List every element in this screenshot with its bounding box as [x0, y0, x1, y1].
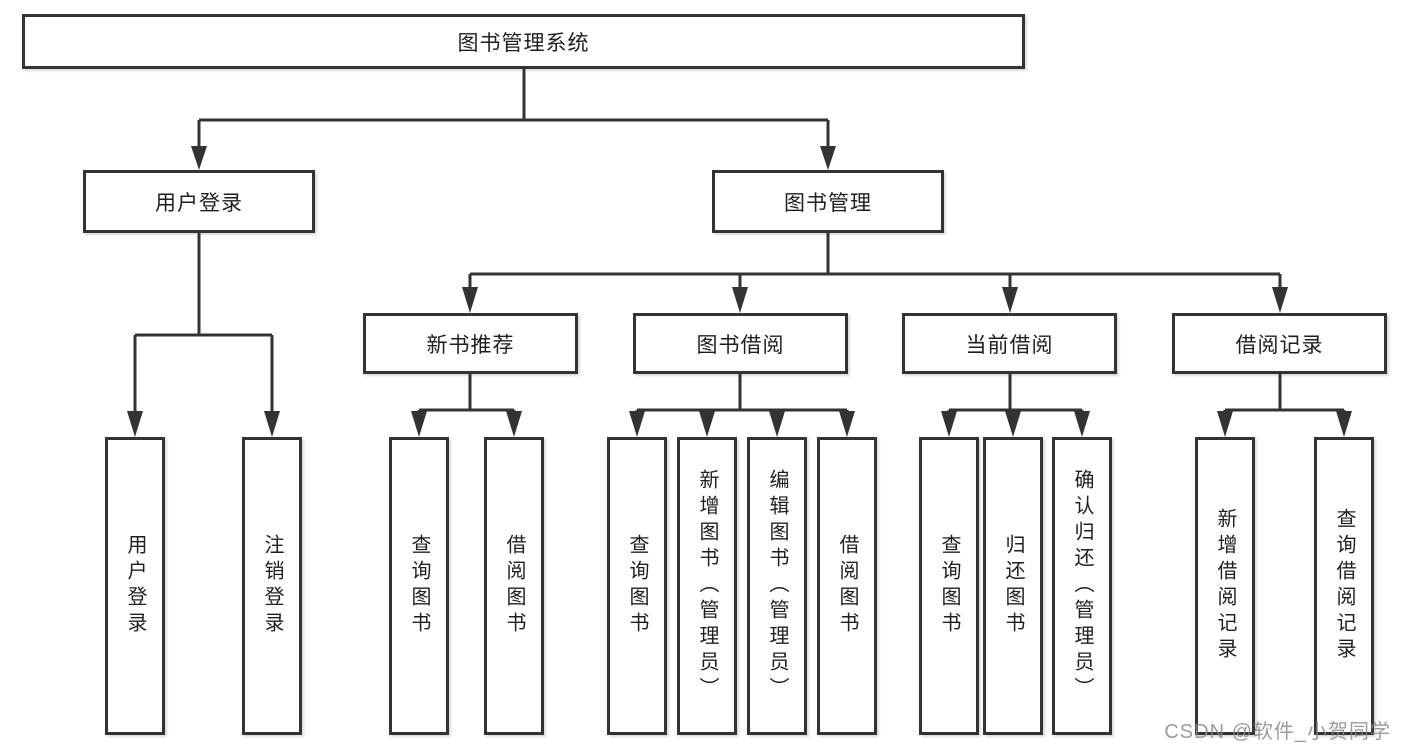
arrowhead	[411, 411, 427, 437]
arrowhead	[1005, 411, 1021, 437]
arrowhead	[506, 411, 522, 437]
arrowhead	[732, 287, 748, 313]
node-book-management: 图书管理	[712, 170, 944, 233]
node-user-login: 用户登录	[83, 170, 315, 233]
leaf-user-login: 用户登录	[105, 437, 165, 735]
leaf-return-books: 归还图书	[983, 437, 1043, 735]
leaf-query-books-recommend: 查询图书	[389, 437, 449, 735]
leaf-add-books-admin: 新增图书（管理员）	[677, 437, 737, 735]
arrowhead	[820, 146, 836, 170]
arrowhead	[127, 411, 143, 437]
arrowhead	[769, 411, 785, 437]
node-book-borrowing: 图书借阅	[633, 313, 848, 374]
leaf-borrow-books: 借阅图书	[817, 437, 877, 735]
node-borrowing-records: 借阅记录	[1172, 313, 1387, 374]
connector-borrowing-records	[1217, 374, 1352, 437]
connector-new-book-recommend	[411, 374, 522, 437]
arrowhead	[1336, 411, 1352, 437]
leaf-confirm-return-admin: 确认归还（管理员）	[1052, 437, 1112, 735]
arrowhead	[1074, 411, 1090, 437]
leaf-query-books-current: 查询图书	[919, 437, 979, 735]
leaf-query-borrow-record: 查询借阅记录	[1314, 437, 1374, 735]
arrowhead	[839, 411, 855, 437]
connector-root	[191, 69, 836, 170]
arrowhead	[264, 411, 280, 437]
node-root: 图书管理系统	[22, 14, 1025, 69]
arrowhead	[1272, 287, 1288, 313]
arrowhead	[629, 411, 645, 437]
arrowhead	[462, 287, 478, 313]
arrowhead	[699, 411, 715, 437]
connector-book-borrowing	[629, 374, 855, 437]
arrowhead	[1217, 411, 1233, 437]
leaf-logout: 注销登录	[242, 437, 302, 735]
leaf-add-borrow-record: 新增借阅记录	[1195, 437, 1255, 735]
leaf-query-books-borrowing: 查询图书	[607, 437, 667, 735]
leaf-edit-books-admin: 编辑图书（管理员）	[747, 437, 807, 735]
arrowhead	[1002, 287, 1018, 313]
watermark: CSDN @软件_小贺同学	[1164, 721, 1391, 743]
node-current-borrowing: 当前借阅	[902, 313, 1117, 374]
arrowhead	[941, 411, 957, 437]
arrowhead	[191, 146, 207, 170]
connector-current-borrowing	[941, 374, 1090, 437]
node-new-book-recommend: 新书推荐	[363, 313, 578, 374]
connector-book-management	[462, 233, 1288, 313]
leaf-borrow-books-recommend: 借阅图书	[484, 437, 544, 735]
connector-user-login	[127, 233, 280, 437]
